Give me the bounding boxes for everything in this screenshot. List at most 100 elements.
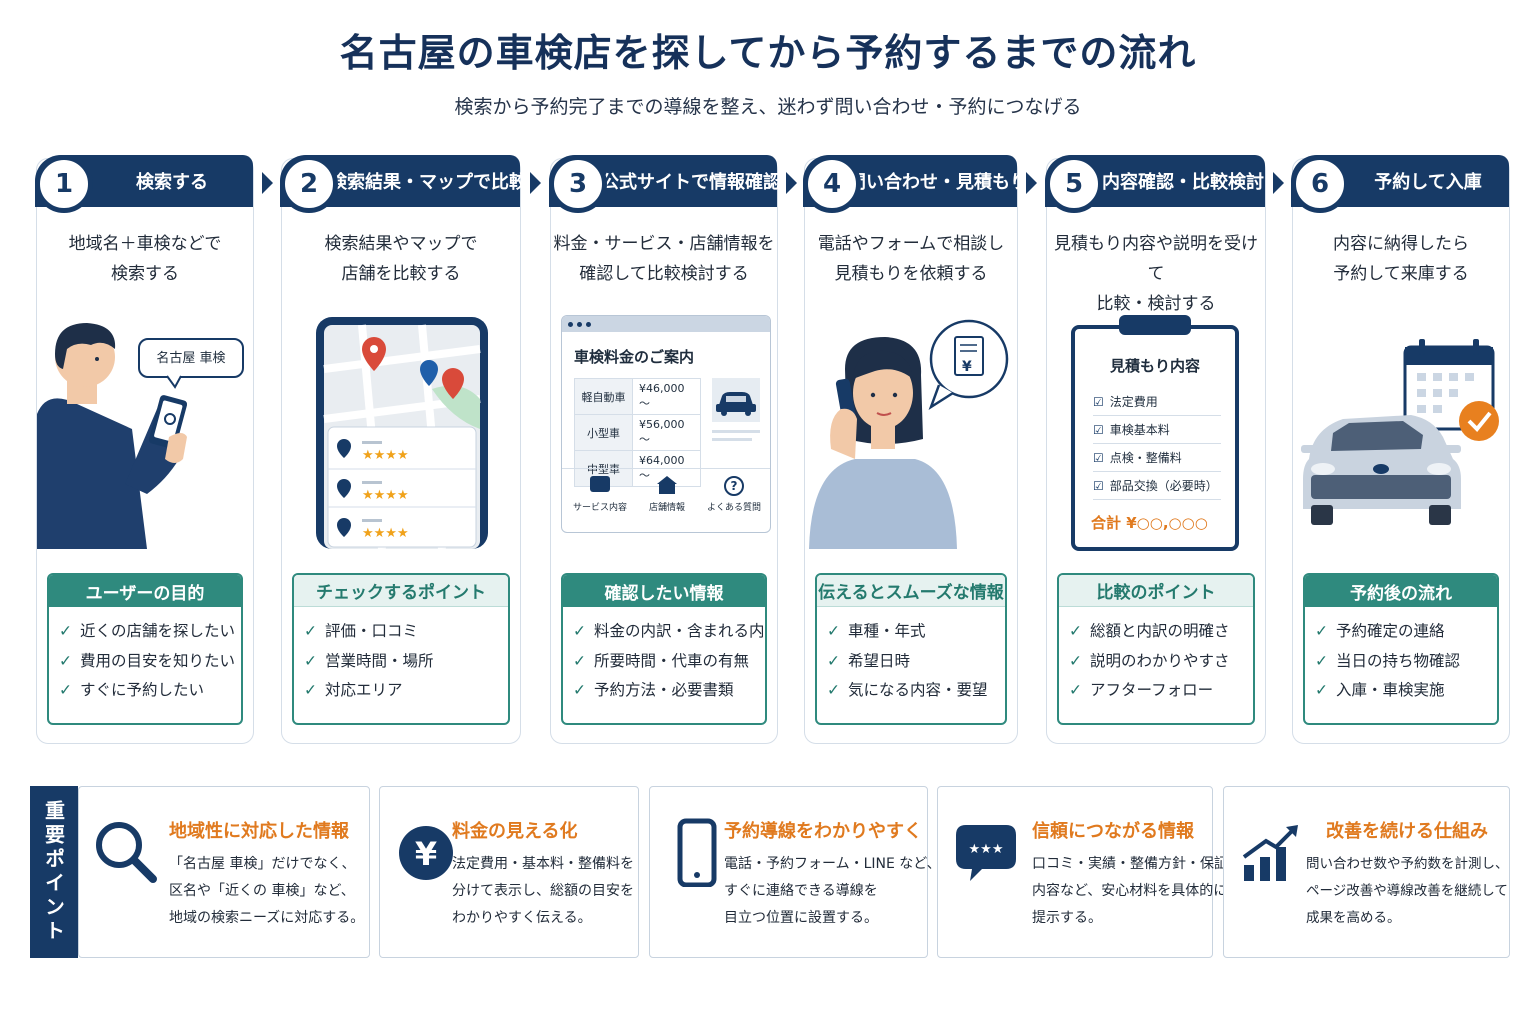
check-item: ✓営業時間・場所 [304,651,434,670]
key-point-title: 料金の見える化 [452,821,578,842]
toolbox-icon [589,476,610,492]
car-icon [712,378,760,422]
check-item: ✓車種・年式 [827,622,926,640]
key-point-title: 予約導線をわかりやすく [724,821,922,842]
step-title: 問い合わせ・見積もり [848,172,1028,193]
check-item: ✓料金の内訳・含まれる内容 [573,622,767,640]
table-row: 軽自動車¥46,000～ [574,378,701,415]
key-point-panel: ★★★ 信頼につながる情報 口コミ・実績・整備方針・保証内容など、安心材料を具体… [937,786,1228,958]
check-item: ✓アフターフォロー [1069,681,1214,699]
estimate-item: ☑点検・整備料 [1093,444,1221,472]
step-card-3: 公式サイトで情報確認 3 料金・サービス・店舗情報を確認して比較検討する 車検料… [549,155,781,744]
step-point-box: 比較のポイント ✓総額と内訳の明確さ ✓説明のわかりやすさ ✓アフターフォロー [1057,573,1255,725]
key-point-panel: 予約導線をわかりやすく 電話・予約フォーム・LINE など、すぐに連絡できる導線… [649,786,941,958]
step-description: 検索結果やマップで店舗を比較する [324,234,478,284]
step-description: 内容に納得したら予約して来庫する [1333,234,1469,284]
step-number: 2 [280,155,338,213]
check-item: ✓予約確定の連絡 [1315,622,1445,640]
step-description: 地域名＋車検などで検索する [68,234,222,284]
check-item: ✓予約方法・必要書類 [573,681,734,699]
page-title: 名古屋の車検店を探してから予約するまでの流れ [339,31,1197,75]
house-icon [656,476,677,484]
arrow-right-icon [1273,172,1284,194]
key-point-text: 電話・予約フォーム・LINE など、すぐに連絡できる導線を目立つ位置に設置する。 [724,856,941,926]
growth-chart-icon [1242,825,1298,881]
step-description: 見積もり内容や説明を受けて比較・検討する [1054,234,1258,314]
map-phone-illustration: ★★★★ ★★★★ ★★★★ [282,309,520,550]
question-icon: ? [723,476,744,496]
step-card-6: 予約して入庫 6 内容に納得したら予約して来庫する [1291,155,1510,744]
step-point-box: 確認したい情報 ✓料金の内訳・含まれる内容 ✓所要時間・代車の有無 ✓予約方法・… [561,573,767,725]
step-title: 予約して入庫 [1374,172,1482,193]
check-item: ✓すぐに予約したい [59,681,205,699]
step-title: 内容確認・比較検討 [1102,172,1264,193]
check-item: ✓当日の持ち物確認 [1315,651,1461,670]
key-point-text: 法定費用・基本料・整備料を分けて表示し、総額の目安をわかりやすく伝える。 [452,856,634,926]
check-item: ✓近くの店舗を探したい [59,622,236,640]
page-subtitle: 検索から予約完了までの導線を整え、迷わず問い合わせ・予約につなげる [454,96,1082,118]
step-number: 4 [803,155,861,213]
estimate-item: ☑法定費用 [1093,388,1221,416]
step-title: 公式サイトで情報確認 [601,172,781,193]
svg-text:★★★★: ★★★★ [362,526,409,541]
step-point-box: ユーザーの目的 ✓近くの店舗を探したい ✓費用の目安を知りたい ✓すぐに予約した… [47,573,243,725]
step-description: 電話やフォームで相談し見積もりを依頼する [817,234,1005,284]
arrow-right-icon [786,172,797,194]
arrow-right-icon [530,172,541,194]
person-calling-illustration: ¥ [805,309,1017,549]
box-title: ユーザーの目的 [49,575,241,607]
key-point-panel: 改善を続ける仕組み 問い合わせ数や予約数を計測し、ページ改善や導線改善を継続して… [1223,786,1510,958]
arrow-right-icon [262,172,273,194]
check-item: ✓入庫・車検実施 [1315,681,1445,699]
site-title: 車検料金のご案内 [574,348,695,366]
svg-text:¥: ¥ [962,359,972,375]
step-card-4: 問い合わせ・見積もり 4 電話やフォームで相談し見積もりを依頼する ¥ 伝えると… [803,155,1028,744]
key-points-label: 重要ポイント [30,786,78,958]
clipboard-title: 見積もり内容 [1109,357,1200,375]
svg-text:★★★★: ★★★★ [362,448,409,463]
key-point-title: 地域性に対応した情報 [169,821,349,842]
step-point-box: 伝えるとスムーズな情報 ✓車種・年式 ✓希望日時 ✓気になる内容・要望 [815,573,1007,725]
step-title: 検索結果・マップで比較 [329,172,527,193]
step-card-5: 内容確認・比較検討 5 見積もり内容や説明を受けて比較・検討する 見積もり内容 … [1045,155,1266,744]
website-illustration: 車検料金のご案内 軽自動車¥46,000～ 小型車¥56,000～ 中型車¥64… [551,309,777,549]
step-card-1: 検索する 1 地域名＋車検などで検索する 名古屋 車検 ユーザーの目的 ✓近くの… [35,155,254,744]
estimate-item: ☑部品交換（必要時） [1093,472,1221,500]
svg-text:★★★: ★★★ [969,842,1004,857]
svg-text:★★★★: ★★★★ [362,488,409,503]
key-point-text: 口コミ・実績・整備方針・保証内容など、安心材料を具体的に提示する。 [1032,856,1228,926]
check-item: ✓気になる内容・要望 [827,681,988,699]
search-query-bubble: 名古屋 車検 [156,351,226,366]
box-title: 伝えるとスムーズな情報 [817,575,1005,607]
check-item: ✓所要時間・代車の有無 [573,651,750,670]
step-description: 料金・サービス・店舗情報を確認して比較検討する [553,234,775,284]
arrow-right-icon [1026,172,1037,194]
key-point-title: 改善を続ける仕組み [1326,821,1488,842]
check-item: ✓総額と内訳の明確さ [1069,622,1230,640]
step-point-box: 予約後の流れ ✓予約確定の連絡 ✓当日の持ち物確認 ✓入庫・車検実施 [1303,573,1499,725]
review-bubble-icon: ★★★ [956,825,1016,881]
estimate-item: ☑車検基本料 [1093,416,1221,444]
table-row: 小型車¥56,000～ [574,414,701,451]
key-point-panel: 地域性に対応した情報 「名古屋 車検」だけでなく、区名や「近くの 車検」など、地… [78,786,370,958]
step-number: 5 [1045,155,1103,213]
car-calendar-illustration [1293,309,1509,549]
estimate-total: 合計 ¥○○,○○○ [1091,514,1208,532]
price-table: 軽自動車¥46,000～ 小型車¥56,000～ 中型車¥64,000～ [574,378,701,487]
store-link: 店舗情報 [649,476,685,513]
check-item: ✓希望日時 [827,651,911,670]
check-item: ✓説明のわかりやすさ [1069,651,1230,670]
box-title: 比較のポイント [1059,575,1253,607]
key-point-title: 信頼につながる情報 [1032,821,1194,842]
magnifier-icon [96,822,157,883]
box-title: チェックするポイント [294,575,508,607]
key-point-text: 「名古屋 車検」だけでなく、区名や「近くの 車検」など、地域の検索ニーズに対応す… [169,856,365,926]
step-point-box: チェックするポイント ✓評価・口コミ ✓営業時間・場所 ✓対応エリア [292,573,510,725]
person-searching-illustration: 名古屋 車検 [37,309,253,549]
key-point-panel: ¥ 料金の見える化 法定費用・基本料・整備料を分けて表示し、総額の目安をわかりや… [379,786,639,958]
check-item: ✓費用の目安を知りたい [59,651,236,670]
box-title: 確認したい情報 [563,575,765,607]
key-point-text: 問い合わせ数や予約数を計測し、ページ改善や導線改善を継続して成果を高める。 [1306,856,1509,926]
estimate-clipboard-illustration: 見積もり内容 ☑法定費用 ☑車検基本料 ☑点検・整備料 ☑部品交換（必要時） 合… [1047,309,1265,551]
step-title: 検索する [136,172,208,193]
